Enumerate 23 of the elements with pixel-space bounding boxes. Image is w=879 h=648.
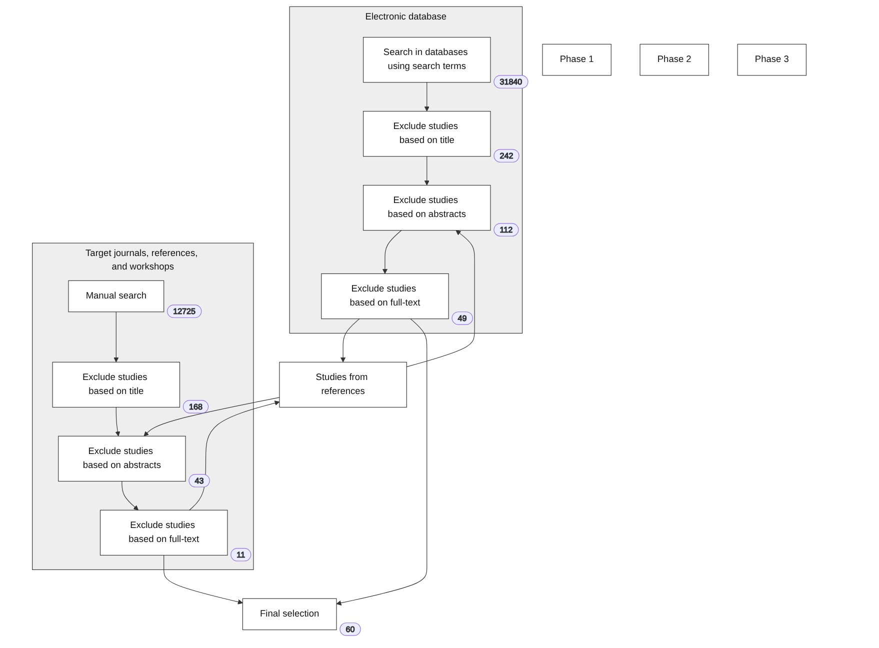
node-box: Final selection <box>242 598 337 630</box>
node-box: Exclude studies based on abstracts <box>363 184 491 231</box>
arrow <box>115 406 120 436</box>
node-box: Studies from references <box>279 362 407 408</box>
node-box: Exclude studies based on full-text <box>100 510 228 556</box>
node-box: Exclude studies based on title <box>363 110 491 157</box>
arrow <box>114 312 119 362</box>
arrow <box>336 318 428 606</box>
node-box: Exclude studies based on full-text <box>321 273 449 320</box>
node-box: Manual search <box>68 280 164 312</box>
arrow <box>382 230 402 274</box>
node-box: Exclude studies based on title <box>52 362 180 408</box>
node-box: Exclude studies based on abstracts <box>58 436 186 482</box>
node-box: Phase 1 <box>542 44 612 76</box>
node-box: Phase 3 <box>737 44 806 76</box>
node-box: Phase 2 <box>640 44 709 76</box>
arrow <box>340 318 360 362</box>
arrow <box>144 397 280 436</box>
node-box: Search in databases using search terms <box>363 36 491 83</box>
arrow <box>122 480 139 510</box>
arrow <box>424 156 430 186</box>
arrow <box>424 82 430 112</box>
arrow <box>164 554 243 604</box>
